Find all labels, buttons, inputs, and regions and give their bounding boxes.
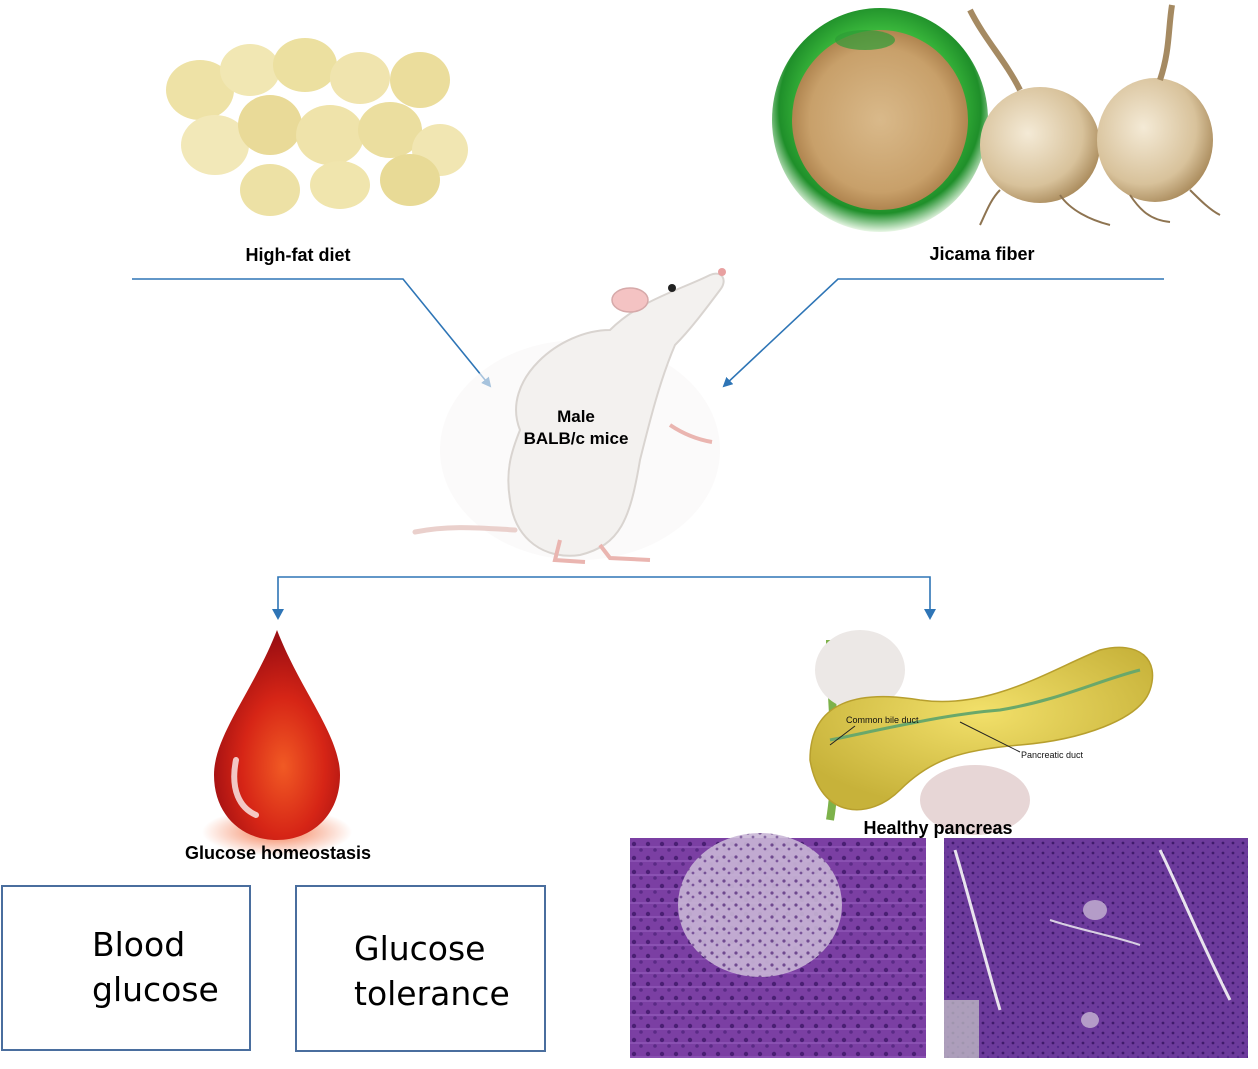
subject-line-2: BALB/c mice (523, 429, 629, 448)
glucose-tolerance-line-1: Glucose (354, 929, 486, 968)
blood-glucose-line-1: Blood (92, 925, 186, 964)
glucose-tolerance-text: Glucose tolerance (354, 926, 510, 1016)
jicama-fiber-label: Jicama fiber (929, 244, 1035, 264)
blood-glucose-text: Blood glucose (92, 922, 219, 1012)
histology-overview-panel (944, 838, 1248, 1058)
split-connector (277, 576, 931, 617)
subject-line-1: Male (557, 407, 595, 426)
mouse-illustration (412, 268, 726, 564)
high-fat-diet-label: High-fat diet (245, 245, 351, 265)
histology-islet-panel (630, 833, 926, 1058)
pancreas-illustration (800, 630, 1160, 835)
jicama-powder-illustration (772, 8, 988, 232)
blood-glucose-line-2: glucose (92, 970, 219, 1009)
glucose-homeostasis-label: Glucose homeostasis (184, 843, 372, 863)
common-bile-duct-label: Common bile duct (846, 715, 919, 725)
left-output-arrowhead (272, 609, 284, 620)
jicama-root-illustration (967, 4, 1221, 226)
glucose-tolerance-box: Glucose tolerance (295, 885, 546, 1052)
subject-label: Male BALB/c mice (496, 406, 656, 450)
pancreatic-duct-label: Pancreatic duct (1021, 750, 1084, 760)
blood-drop-illustration (202, 630, 352, 856)
glucose-tolerance-line-2: tolerance (354, 974, 510, 1013)
right-output-arrowhead (924, 609, 936, 620)
healthy-pancreas-label: Healthy pancreas (863, 818, 1013, 838)
right-input-connector (722, 278, 1164, 388)
blood-glucose-box: Blood glucose (1, 885, 251, 1051)
high-fat-diet-illustration (166, 38, 468, 216)
left-input-connector (132, 278, 492, 388)
